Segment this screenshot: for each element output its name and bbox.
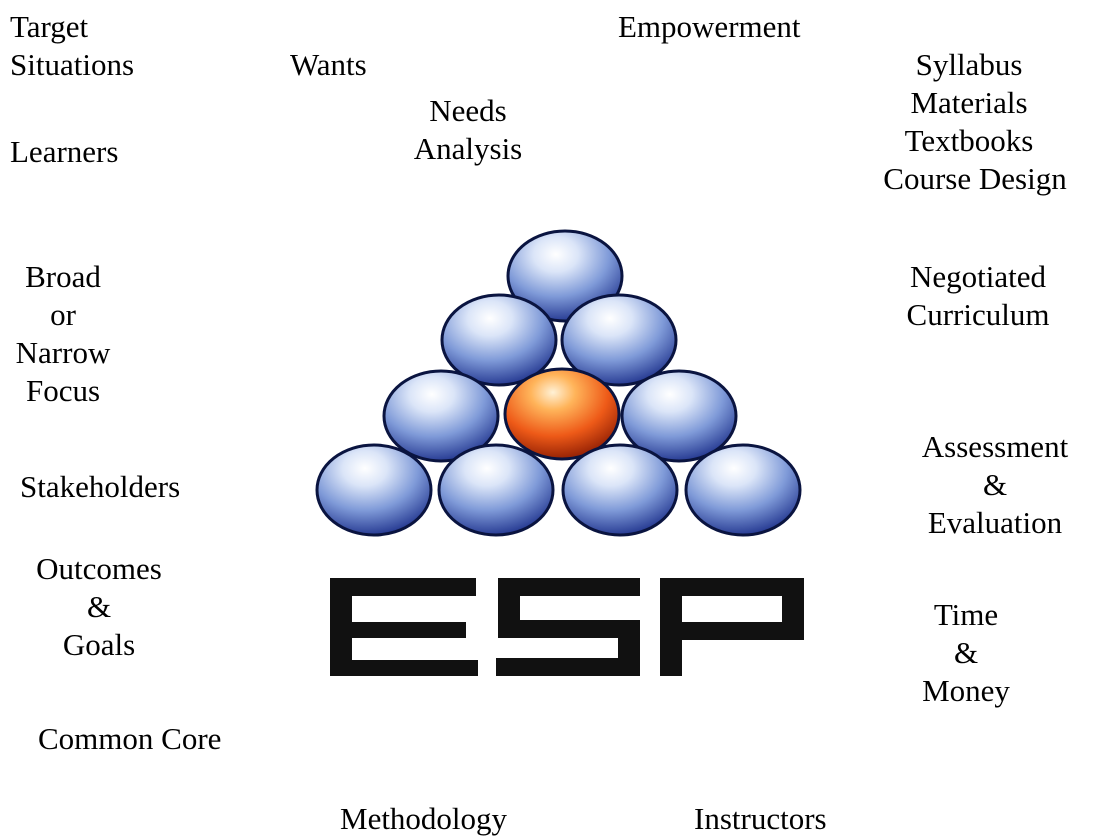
term-time-money: Time & Money [908, 596, 1024, 710]
term-negotiated-curriculum: Negotiated Curriculum [888, 258, 1068, 334]
term-line: Learners [10, 134, 119, 169]
term-line: Materials [910, 85, 1028, 120]
ball [437, 443, 555, 537]
term-line: Needs [429, 93, 507, 128]
term-line: Course Design [883, 161, 1067, 196]
term-line: Focus [25, 373, 101, 408]
term-common-core: Common Core [38, 720, 221, 758]
term-line: Money [922, 673, 1010, 708]
term-line: Narrow [15, 335, 111, 370]
ball [315, 443, 433, 537]
term-line: Methodology [340, 801, 508, 836]
term-line: Broad [25, 259, 101, 294]
term-learners: Learners [10, 133, 118, 171]
term-line: Common Core [38, 721, 222, 756]
ball [382, 369, 500, 463]
term-line: Empowerment [618, 9, 801, 44]
term-line: Wants [290, 47, 367, 82]
ball-pyramid [315, 229, 802, 537]
term-syllabus-group: Syllabus Materials Textbooks Course Desi… [856, 46, 1093, 198]
term-line: Negotiated [909, 259, 1046, 294]
ball-highlight [503, 367, 621, 461]
term-line: Assessment [921, 429, 1069, 464]
term-focus: Broad or Narrow Focus [6, 258, 120, 410]
term-line: Target [10, 9, 89, 44]
term-stakeholders: Stakeholders [20, 468, 180, 506]
term-line: Outcomes [36, 551, 162, 586]
term-outcomes-goals: Outcomes & Goals [24, 550, 174, 664]
term-line: or [50, 297, 76, 332]
ball [561, 443, 679, 537]
term-line: Syllabus [915, 47, 1023, 82]
ball [620, 369, 738, 463]
term-line: Analysis [413, 131, 523, 166]
term-methodology: Methodology [340, 800, 507, 838]
term-line: Goals [62, 627, 136, 662]
term-target-situations: Target Situations [10, 8, 134, 84]
term-empowerment: Empowerment [618, 8, 801, 46]
term-assessment-evaluation: Assessment & Evaluation [900, 428, 1090, 542]
esp-logo [315, 229, 804, 676]
term-needs-analysis: Needs Analysis [398, 92, 538, 168]
term-line: Situations [10, 47, 135, 82]
term-line: Textbooks [904, 123, 1034, 158]
term-instructors: Instructors [694, 800, 827, 838]
letter-s [496, 578, 640, 676]
term-line: & [982, 467, 1008, 502]
letter-p [660, 578, 804, 676]
ball [560, 293, 678, 387]
term-line: & [953, 635, 979, 670]
term-line: & [86, 589, 112, 624]
ball [684, 443, 802, 537]
term-line: Time [933, 597, 999, 632]
ball [440, 293, 558, 387]
term-line: Stakeholders [20, 469, 181, 504]
term-line: Instructors [694, 801, 827, 836]
term-line: Evaluation [927, 505, 1063, 540]
term-line: Curriculum [906, 297, 1050, 332]
esp-wordmark [330, 578, 804, 676]
letter-e [330, 578, 478, 676]
term-wants: Wants [290, 46, 367, 84]
